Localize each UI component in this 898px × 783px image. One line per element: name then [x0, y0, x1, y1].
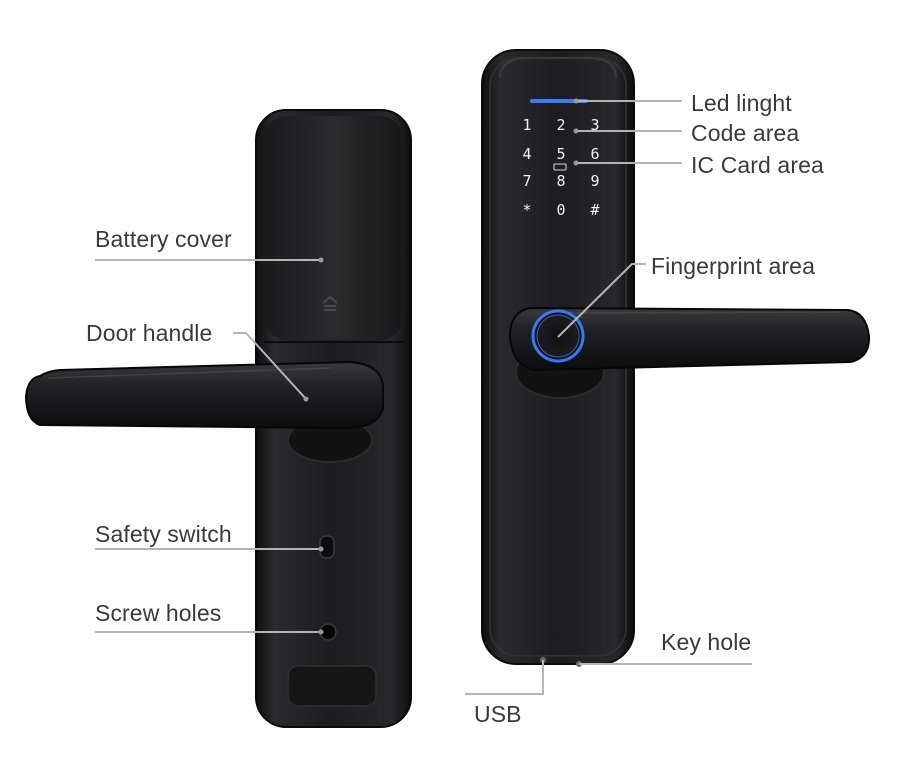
keypad-key: 3 [590, 116, 599, 134]
leader-door-handle [233, 332, 307, 400]
led-strip [530, 99, 588, 103]
front-lock-panel: 1 2 3 4 5 6 7 8 9 * 0 # [481, 49, 871, 667]
door-handle [24, 360, 384, 430]
leader-fingerprint [557, 263, 646, 338]
label-key-hole: Key hole [661, 629, 752, 655]
label-battery-cover: Battery cover [95, 226, 232, 252]
battery-cover [262, 116, 405, 340]
bottom-cover [287, 665, 377, 707]
keypad-key: 8 [556, 172, 565, 190]
label-safety-switch: Safety switch [95, 521, 232, 547]
keypad-key: 1 [522, 116, 531, 134]
label-screw-holes: Screw holes [95, 600, 222, 626]
label-code-area: Code area [691, 120, 800, 146]
keypad: 1 2 3 4 5 6 7 8 9 * 0 # [522, 116, 599, 219]
keypad-key: 2 [556, 116, 565, 134]
ic-card-mark [553, 163, 567, 171]
front-door-handle [508, 306, 871, 372]
keypad-key: 7 [522, 172, 531, 190]
label-usb: USB [474, 701, 522, 727]
leader-usb [465, 660, 544, 695]
label-led-light: Led linght [691, 90, 792, 116]
label-door-handle: Door handle [86, 320, 213, 346]
keypad-key: 4 [522, 145, 531, 163]
label-ic-card-area: IC Card area [691, 152, 824, 178]
keypad-key: 9 [590, 172, 599, 190]
back-lock-panel [24, 109, 412, 728]
keypad-key: 0 [556, 201, 565, 219]
keypad-key: 5 [556, 145, 565, 163]
keypad-key: 6 [590, 145, 599, 163]
leader-lines [95, 100, 752, 695]
keypad-key: # [590, 201, 599, 219]
label-fingerprint-area: Fingerprint area [651, 253, 815, 279]
keypad-key: * [522, 201, 531, 219]
home-icon [322, 295, 338, 311]
